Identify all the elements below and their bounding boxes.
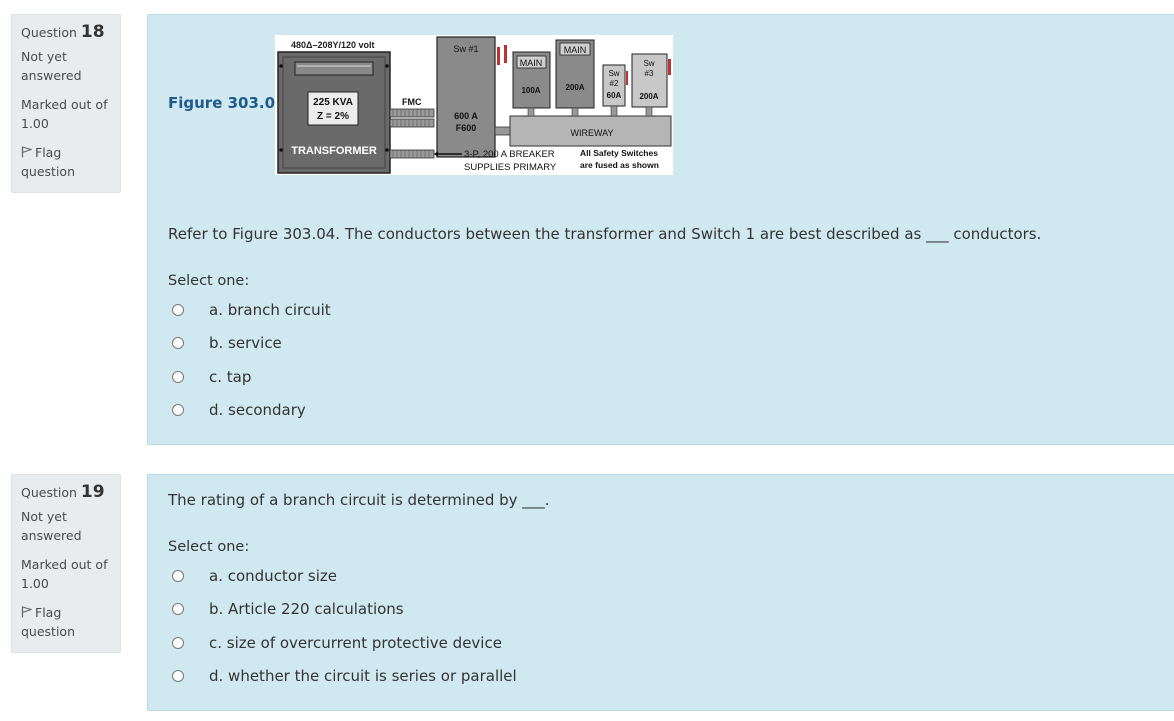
answer-label: a. conductor size	[209, 567, 338, 585]
question-info-19: Question 19 Not yet answered Marked out …	[11, 474, 121, 653]
arrow-icon	[434, 151, 438, 157]
question-number-value: 19	[80, 482, 105, 502]
switch-3-label-line2: #3	[645, 69, 654, 78]
figure-303-04: 480Δ–208Y/120 volt 225 KVA Z = 2% TRANSF…	[275, 35, 673, 175]
answer-option-d[interactable]: d. whether the circuit is series or para…	[172, 666, 517, 686]
question-content-19: The rating of a branch circuit is determ…	[147, 474, 1174, 711]
radio-button[interactable]	[172, 304, 184, 316]
wireway	[509, 115, 672, 147]
answer-option-c[interactable]: c. size of overcurrent protective device	[172, 633, 502, 653]
transformer-label: TRANSFORMER	[291, 145, 377, 157]
question-grade: Marked out of 1.00	[21, 557, 108, 591]
switch-1-rating: 600 A	[454, 111, 478, 121]
answer-label: c. tap	[209, 368, 252, 386]
answer-label: d. whether the circuit is series or para…	[209, 667, 517, 685]
fmc-conduit-primary	[389, 149, 435, 159]
radio-button[interactable]	[172, 337, 184, 349]
switch-3-label-line1: Sw	[643, 59, 654, 68]
flag-icon	[21, 606, 32, 618]
question-text: The rating of a branch circuit is determ…	[168, 491, 550, 509]
answer-option-d[interactable]: d. secondary	[172, 400, 306, 420]
radio-button[interactable]	[172, 670, 184, 682]
wireway-label: WIREWAY	[571, 128, 614, 138]
switch-3-rating: 200A	[639, 92, 658, 101]
answer-option-b[interactable]: b. service	[172, 333, 282, 353]
answer-option-c[interactable]: c. tap	[172, 367, 251, 387]
radio-button[interactable]	[172, 404, 184, 416]
kva-nameplate	[307, 91, 359, 126]
question-number: Question 19	[21, 482, 105, 502]
select-one-prompt: Select one:	[168, 539, 250, 555]
switch-1-label: Sw #1	[453, 44, 478, 54]
answer-label: c. size of overcurrent protective device	[209, 634, 502, 652]
flag-question-link[interactable]: Flag question	[21, 145, 76, 179]
answer-option-b[interactable]: b. Article 220 calculations	[172, 599, 404, 619]
question-state: Not yet answered	[21, 49, 82, 83]
question-state: Not yet answered	[21, 509, 82, 543]
switch-3-box	[631, 53, 668, 108]
radio-button[interactable]	[172, 637, 184, 649]
question-number-value: 18	[80, 22, 105, 42]
switch-1-fuse: F600	[456, 123, 477, 133]
question-content-18: Figure 303.04 480Δ–208Y/120 volt 225 KVA…	[147, 14, 1174, 445]
answer-label: b. service	[209, 334, 282, 352]
question-text: Refer to Figure 303.04. The conductors b…	[168, 225, 1042, 243]
radio-button[interactable]	[172, 603, 184, 615]
switch-2-label-line1: Sw	[608, 69, 619, 78]
switch-2-rating: 60A	[607, 91, 622, 100]
flag-question-link[interactable]: Flag question	[21, 605, 76, 639]
breaker-label-line2: SUPPLIES PRIMARY	[464, 162, 557, 173]
main-2-rating: 200A	[565, 83, 584, 92]
figure-caption: Figure 303.04	[168, 94, 286, 112]
fused-note-line1: All Safety Switches	[580, 148, 658, 158]
question-number: Question 18	[21, 22, 105, 42]
main-2-label: MAIN	[564, 45, 587, 55]
answer-option-a[interactable]: a. branch circuit	[172, 300, 331, 320]
question-info-18: Question 18 Not yet answered Marked out …	[11, 14, 121, 193]
fused-note-line2: are fused as shown	[580, 160, 659, 170]
main-1-label: MAIN	[520, 58, 543, 68]
fmc-label: FMC	[402, 97, 422, 107]
answer-option-a[interactable]: a. conductor size	[172, 566, 337, 586]
wiring-diagram: 480Δ–208Y/120 volt 225 KVA Z = 2% TRANSF…	[277, 36, 672, 174]
voltage-label: 480Δ–208Y/120 volt	[291, 40, 375, 50]
switch-1-box	[436, 36, 496, 158]
answer-label: d. secondary	[209, 401, 306, 419]
fmc-conduit-lower	[389, 118, 435, 128]
answer-label: b. Article 220 calculations	[209, 600, 404, 618]
answer-label: a. branch circuit	[209, 301, 331, 319]
switch-2-label-line2: #2	[610, 79, 619, 88]
radio-button[interactable]	[172, 371, 184, 383]
fmc-conduit-upper	[389, 108, 435, 118]
impedance-label: Z = 2%	[317, 111, 349, 122]
select-one-prompt: Select one:	[168, 273, 250, 289]
question-grade: Marked out of 1.00	[21, 97, 108, 131]
radio-button[interactable]	[172, 570, 184, 582]
main-1-rating: 100A	[521, 86, 540, 95]
breaker-label-line1: 3-P, 200 A BREAKER	[464, 149, 555, 160]
flag-icon	[21, 146, 32, 158]
kva-label: 225 KVA	[313, 97, 353, 108]
